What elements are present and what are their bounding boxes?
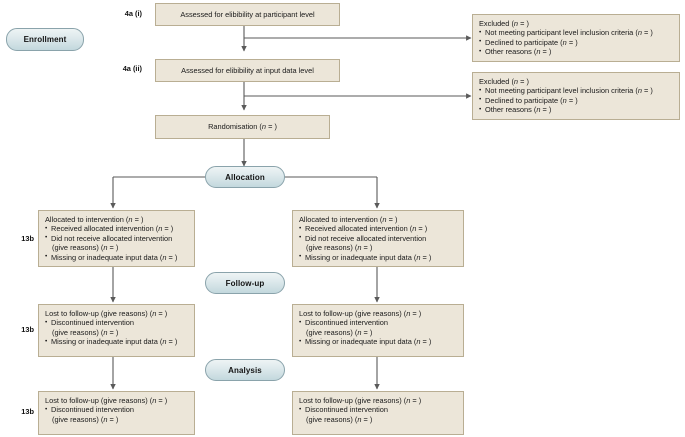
allocated-right-item-2: Missing or inadequate input data (n = ) xyxy=(305,252,432,262)
box-allocated-right[interactable]: Allocated to intervention (n = ) Receive… xyxy=(292,210,464,267)
excluded-participant-item-2: Other reasons (n = ) xyxy=(485,47,552,57)
box-assessed-participant-level-text: Assessed for elibibility at participant … xyxy=(180,9,315,19)
box-analysis-left[interactable]: Lost to follow-up (give reasons) (n = ) … xyxy=(38,391,195,435)
excluded-input-header: Excluded (n = ) xyxy=(479,77,529,86)
excluded-input-item-1: Declined to participate (n = ) xyxy=(485,95,578,105)
excluded-participant-header: Excluded (n = ) xyxy=(479,19,529,28)
followup-left-list: Discontinued intervention (give reasons)… xyxy=(45,318,188,347)
allocated-right-list: Received allocated intervention (n = ) D… xyxy=(299,224,457,262)
followup-left-item-0: Discontinued intervention xyxy=(51,318,134,328)
stage-label-followup: Follow-up xyxy=(225,278,265,288)
box-followup-left[interactable]: Lost to follow-up (give reasons) (n = ) … xyxy=(38,304,195,357)
box-allocated-left[interactable]: Allocated to intervention (n = ) Receive… xyxy=(38,210,195,267)
box-excluded-participant-level[interactable]: Excluded (n = ) Not meeting participant … xyxy=(472,14,680,62)
box-analysis-right[interactable]: Lost to follow-up (give reasons) (n = ) … xyxy=(292,391,464,435)
list-item: Not meeting participant level inclusion … xyxy=(479,86,673,96)
excluded-participant-list: Not meeting participant level inclusion … xyxy=(479,28,673,57)
followup-right-item-0-cont: (give reasons) (n = ) xyxy=(306,327,373,337)
excluded-input-list: Not meeting participant level inclusion … xyxy=(479,86,673,115)
marker-allocated-left: 13b xyxy=(21,234,34,243)
followup-right-item-0: Discontinued intervention xyxy=(305,318,388,328)
list-item: Missing or inadequate input data (n = ) xyxy=(299,337,457,347)
box-assessed-participant-level[interactable]: Assessed for elibibility at participant … xyxy=(155,3,340,26)
box-assessed-input-level-text: Assessed for elibibility at input data l… xyxy=(181,65,314,75)
list-item: Discontinued intervention (give reasons)… xyxy=(299,405,457,424)
list-item: Discontinued intervention (give reasons)… xyxy=(45,318,188,337)
box-followup-right[interactable]: Lost to follow-up (give reasons) (n = ) … xyxy=(292,304,464,357)
list-item: Declined to participate (n = ) xyxy=(479,95,673,105)
list-item: Discontinued intervention (give reasons)… xyxy=(299,318,457,337)
analysis-right-item-0: Discontinued intervention xyxy=(305,405,388,415)
list-item: Missing or inadequate input data (n = ) xyxy=(299,252,457,262)
list-item: Missing or inadequate input data (n = ) xyxy=(45,337,188,347)
allocated-right-header: Allocated to intervention (n = ) xyxy=(299,215,398,224)
stage-label-analysis: Analysis xyxy=(228,365,262,375)
allocated-left-item-0: Received allocated intervention (n = ) xyxy=(51,224,174,234)
marker-analysis-left: 13b xyxy=(21,407,34,416)
analysis-right-header: Lost to follow-up (give reasons) (n = ) xyxy=(299,396,422,405)
analysis-right-list: Discontinued intervention (give reasons)… xyxy=(299,405,457,424)
allocated-left-item-2: Missing or inadequate input data (n = ) xyxy=(51,252,178,262)
list-item: Discontinued intervention (give reasons)… xyxy=(45,405,188,424)
list-item: Did not receive allocated intervention (… xyxy=(45,233,188,253)
allocated-left-item-1: Did not receive allocated intervention xyxy=(51,233,173,243)
excluded-input-item-0: Not meeting participant level inclusion … xyxy=(485,86,653,96)
followup-right-list: Discontinued intervention (give reasons)… xyxy=(299,318,457,347)
analysis-left-item-0: Discontinued intervention xyxy=(51,405,134,415)
excluded-participant-item-0: Not meeting participant level inclusion … xyxy=(485,28,653,38)
box-excluded-input-level[interactable]: Excluded (n = ) Not meeting participant … xyxy=(472,72,680,120)
box-randomisation-text: Randomisation (n = ) xyxy=(208,122,277,132)
list-item: Other reasons (n = ) xyxy=(479,105,673,115)
followup-left-item-0-cont: (give reasons) (n = ) xyxy=(52,327,119,337)
box-randomisation[interactable]: Randomisation (n = ) xyxy=(155,115,330,139)
allocated-right-item-1: Did not receive allocated intervention xyxy=(305,233,427,243)
marker-assessed-participant: 4a (i) xyxy=(124,9,142,18)
list-item: Received allocated intervention (n = ) xyxy=(45,224,188,234)
allocated-left-list: Received allocated intervention (n = ) D… xyxy=(45,224,188,262)
marker-assessed-input: 4a (ii) xyxy=(122,64,142,73)
allocated-left-header: Allocated to intervention (n = ) xyxy=(45,215,144,224)
allocated-right-item-0: Received allocated intervention (n = ) xyxy=(305,224,428,234)
excluded-participant-item-1: Declined to participate (n = ) xyxy=(485,37,578,47)
allocated-left-item-1-cont: (give reasons) (n = ) xyxy=(52,243,119,253)
followup-right-item-1: Missing or inadequate input data (n = ) xyxy=(305,337,432,347)
followup-left-item-1: Missing or inadequate input data (n = ) xyxy=(51,337,178,347)
box-assessed-input-level[interactable]: Assessed for elibibility at input data l… xyxy=(155,59,340,82)
stage-pill-analysis[interactable]: Analysis xyxy=(205,359,285,381)
analysis-left-item-0-cont: (give reasons) (n = ) xyxy=(52,414,119,424)
list-item: Other reasons (n = ) xyxy=(479,47,673,57)
stage-label-allocation: Allocation xyxy=(225,172,265,182)
list-item: Declined to participate (n = ) xyxy=(479,37,673,47)
analysis-left-list: Discontinued intervention (give reasons)… xyxy=(45,405,188,424)
followup-left-header: Lost to follow-up (give reasons) (n = ) xyxy=(45,309,168,318)
stage-pill-followup[interactable]: Follow-up xyxy=(205,272,285,294)
stage-pill-enrollment[interactable]: Enrollment xyxy=(6,28,84,51)
stage-pill-allocation[interactable]: Allocation xyxy=(205,166,285,188)
analysis-left-header: Lost to follow-up (give reasons) (n = ) xyxy=(45,396,168,405)
marker-followup-left: 13b xyxy=(21,325,34,334)
analysis-right-item-0-cont: (give reasons) (n = ) xyxy=(306,414,373,424)
allocated-right-item-1-cont: (give reasons) (n = ) xyxy=(306,243,373,253)
followup-right-header: Lost to follow-up (give reasons) (n = ) xyxy=(299,309,422,318)
list-item: Not meeting participant level inclusion … xyxy=(479,28,673,38)
list-item: Missing or inadequate input data (n = ) xyxy=(45,252,188,262)
list-item: Received allocated intervention (n = ) xyxy=(299,224,457,234)
excluded-input-item-2: Other reasons (n = ) xyxy=(485,105,552,115)
list-item: Did not receive allocated intervention (… xyxy=(299,233,457,253)
stage-label-enrollment: Enrollment xyxy=(23,35,67,44)
